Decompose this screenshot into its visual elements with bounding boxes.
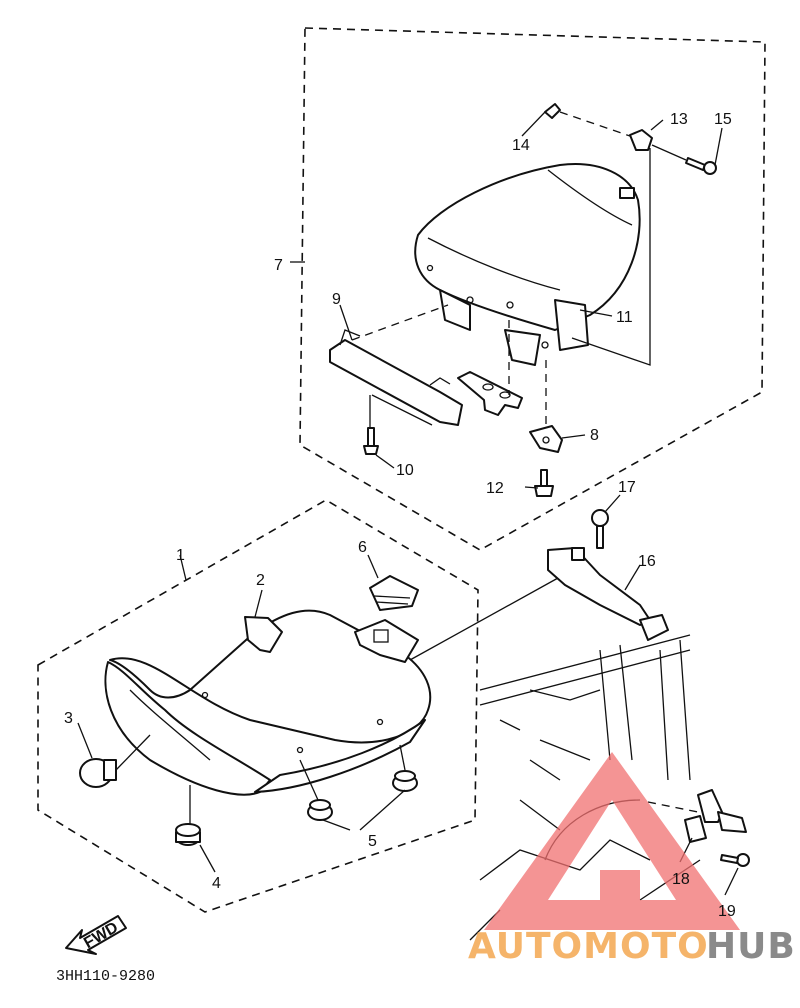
callout-2: 2: [256, 572, 265, 589]
latch-bracket: [354, 619, 419, 663]
lock-bracket-16: [547, 547, 669, 641]
assembly-1-boundary: [37, 499, 479, 913]
watermark: AUTOMOTO HUB: [468, 752, 796, 967]
damper-6: [369, 575, 419, 611]
seat-cowl: [414, 163, 641, 366]
damper-3: [79, 758, 117, 788]
callout-18: 18: [672, 871, 690, 888]
callout-8: 8: [590, 427, 599, 444]
callout-7: 7: [274, 257, 283, 274]
callout-10: 10: [396, 462, 414, 479]
callout-3: 3: [64, 710, 73, 727]
callout-19: 19: [718, 903, 736, 920]
cushion-5b: [392, 770, 418, 792]
bracket-8: [529, 425, 563, 453]
frame-section: [469, 634, 701, 941]
callout-12: 12: [486, 480, 504, 497]
callout-17: 17: [618, 479, 636, 496]
callout-14: 14: [512, 137, 530, 154]
seat-lock-18: [684, 789, 747, 843]
callout-16: 16: [638, 553, 656, 570]
watermark-logo-icon: [484, 752, 740, 930]
mount-plate: [457, 371, 523, 416]
seat-main: [104, 609, 432, 796]
fwd-label: FWD: [81, 919, 121, 952]
callout-4: 4: [212, 875, 221, 892]
cushion-5a: [307, 799, 333, 821]
callout-15: 15: [714, 111, 732, 128]
cushion-4: [175, 823, 201, 846]
screw-15: [685, 157, 717, 175]
screw-19: [720, 853, 750, 867]
callout-9: 9: [332, 291, 341, 308]
bracket-9: [329, 329, 463, 426]
callout-5: 5: [368, 833, 377, 850]
forward-arrow-icon: FWD: [65, 915, 127, 955]
part-code: 3HH110-9280: [56, 968, 155, 985]
bolt-10: [363, 427, 379, 455]
clip-14: [544, 103, 561, 119]
nut-13: [629, 129, 653, 151]
callout-1: 1: [176, 547, 185, 564]
watermark-text-a: AUTOMOTO: [468, 926, 709, 967]
callout-6: 6: [358, 539, 367, 556]
bolt-17: [591, 509, 609, 549]
hook-2: [244, 616, 283, 653]
assembly-7-boundary: [299, 27, 766, 551]
watermark-text-b: HUB: [706, 926, 796, 967]
callout-11: 11: [616, 309, 633, 326]
callout-13: 13: [670, 111, 688, 128]
bolt-12: [534, 469, 554, 497]
